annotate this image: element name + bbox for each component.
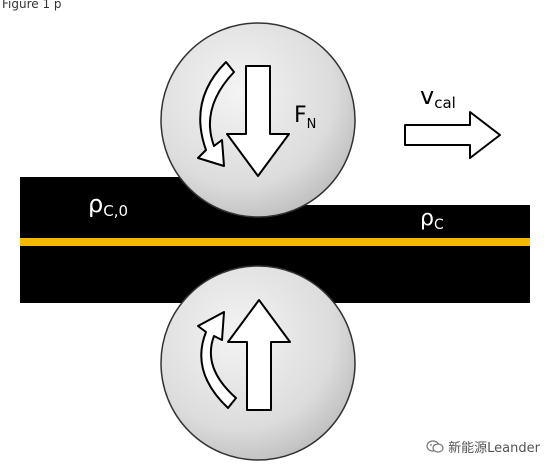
watermark-text: 新能源Leander xyxy=(448,441,540,456)
top-rotation-arrow-icon xyxy=(197,61,235,167)
velocity-label-sub: cal xyxy=(434,94,456,112)
header-partial-text: Figure 1 p xyxy=(2,0,62,11)
density-initial-main: ρ xyxy=(88,190,103,218)
force-label-sub: N xyxy=(307,117,317,132)
density-initial-label: ρC,0 xyxy=(88,190,128,220)
normal-force-arrow-icon xyxy=(226,65,290,177)
density-final-sub: C xyxy=(434,217,444,233)
current-collector-foil xyxy=(20,238,530,246)
velocity-label-main: v xyxy=(420,82,434,110)
force-label: FN xyxy=(294,103,316,132)
density-final-label: ρC xyxy=(420,206,444,233)
velocity-label: vcal xyxy=(420,82,456,112)
watermark: 新能源Leander xyxy=(426,437,540,456)
density-final-main: ρ xyxy=(420,206,434,231)
density-initial-sub: C,0 xyxy=(103,202,128,220)
force-label-main: F xyxy=(294,103,307,128)
bottom-force-arrow-icon xyxy=(227,299,291,411)
wechat-icon xyxy=(426,440,444,453)
velocity-arrow-icon xyxy=(404,111,501,159)
bottom-rotation-arrow-icon xyxy=(197,311,237,409)
